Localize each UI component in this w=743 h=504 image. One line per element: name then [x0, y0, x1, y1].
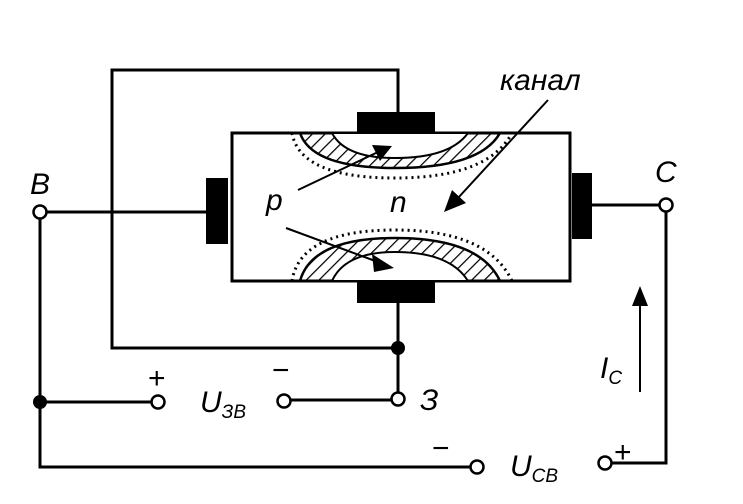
sign-ds-plus: + [614, 436, 632, 469]
label-uds: UСВ [510, 450, 558, 487]
p-pointer-line-top [297, 151, 379, 191]
label-drain-current: IC [600, 352, 622, 389]
drain-current-arrow-head [632, 286, 648, 306]
terminal-gs-plus [150, 394, 166, 410]
terminal-gate [390, 391, 406, 407]
channel-pointer-line [457, 99, 549, 199]
terminal-source [32, 204, 48, 220]
terminal-ds-minus [469, 459, 485, 475]
label-ugs: UЗВ [200, 386, 246, 423]
label-source: В [30, 168, 50, 201]
sign-gs-minus: − [272, 354, 290, 387]
junction-source [33, 395, 47, 409]
sign-gs-plus: + [148, 362, 166, 395]
label-channel: канал [500, 64, 581, 97]
source-contact [206, 178, 228, 244]
label-p-region: p [265, 184, 283, 217]
gate-top-wire [110, 68, 400, 350]
gate-contact-top [357, 112, 435, 134]
label-drain: С [655, 156, 677, 189]
drain-vertical-wire [612, 212, 668, 465]
label-n-region: n [390, 186, 407, 219]
p-pointer-arrow-top [372, 145, 392, 161]
channel-pointer-arrow [444, 190, 466, 212]
source-vertical-wire [38, 218, 470, 469]
terminal-gs-minus [276, 393, 292, 409]
p-pointer-arrow-bottom [372, 254, 394, 272]
terminal-ds-plus [597, 455, 613, 471]
drain-contact [572, 173, 592, 239]
terminal-drain [658, 197, 674, 213]
depletion-boundary-top [290, 133, 514, 180]
label-gate: З [420, 384, 438, 417]
p-pointer-line-bottom [285, 227, 379, 263]
junction-gate [391, 341, 405, 355]
gate-contact-bottom [357, 281, 435, 303]
sign-ds-minus: − [432, 432, 450, 465]
